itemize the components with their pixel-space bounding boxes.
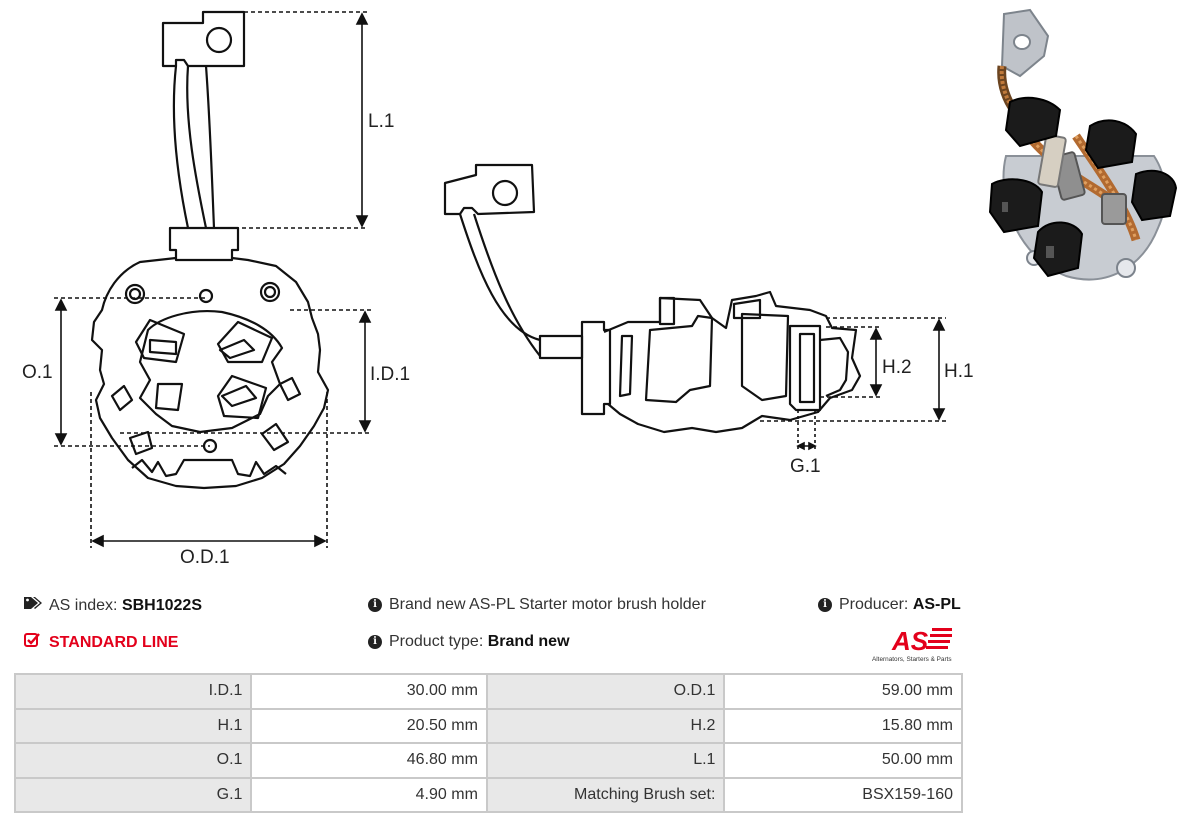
label-g1: G.1 xyxy=(790,456,821,477)
label-h2: H.2 xyxy=(882,357,912,378)
standard-line-text: STANDARD LINE xyxy=(49,633,179,651)
product-description: Brand new AS-PL Starter motor brush hold… xyxy=(389,596,706,613)
info-circle-icon: i xyxy=(368,598,382,612)
table-row: G.1 4.90 mm Matching Brush set: BSX159-1… xyxy=(13,776,963,813)
info-circle-icon: i xyxy=(368,635,382,649)
product-photo xyxy=(988,8,1178,281)
check-square-icon xyxy=(24,632,40,653)
table-row: O.1 46.80 mm L.1 50.00 mm xyxy=(13,742,963,779)
label-id1: I.D.1 xyxy=(370,364,410,385)
spec-value: 46.80 mm xyxy=(250,742,488,779)
spec-value: 15.80 mm xyxy=(723,707,963,744)
specs-table: I.D.1 30.00 mm O.D.1 59.00 mm H.1 20.50 … xyxy=(13,673,963,813)
technical-drawing: L.1 O.1 I.D.1 O.D.1 H.2 H.1 G.1 xyxy=(22,10,974,568)
producer-value: AS-PL xyxy=(912,596,961,613)
spec-value: 30.00 mm xyxy=(250,673,488,710)
as-index-line: AS index: SBH1022S xyxy=(24,596,202,615)
as-pl-logo: AS Alternators, Starters & Parts xyxy=(872,626,952,663)
side-view-drawing xyxy=(443,163,862,434)
product-type-label: Product type: xyxy=(389,633,484,650)
product-type-line: i Product type: Brand new xyxy=(368,633,570,651)
info-circle-icon: i xyxy=(818,598,832,612)
as-index-value: SBH1022S xyxy=(121,596,202,614)
spec-value: 50.00 mm xyxy=(723,742,963,779)
producer-label: Producer: xyxy=(839,596,909,613)
spec-label: H.1 xyxy=(13,707,253,744)
description-line: i Brand new AS-PL Starter motor brush ho… xyxy=(368,596,706,614)
spec-label: Matching Brush set: xyxy=(485,776,726,813)
standard-line-badge: STANDARD LINE xyxy=(24,632,178,653)
label-od1: O.D.1 xyxy=(180,547,230,568)
dimension-lines xyxy=(54,11,946,548)
tags-icon xyxy=(24,596,42,615)
logo-tagline: Alternators, Starters & Parts xyxy=(872,656,952,663)
spec-value: 59.00 mm xyxy=(723,673,963,710)
label-o1: O.1 xyxy=(22,362,53,383)
spec-value: 20.50 mm xyxy=(250,707,488,744)
table-row: I.D.1 30.00 mm O.D.1 59.00 mm xyxy=(13,673,963,710)
spec-label: I.D.1 xyxy=(13,673,253,710)
spec-label: O.D.1 xyxy=(485,673,726,710)
product-type-value: Brand new xyxy=(487,633,570,650)
logo-mark: AS xyxy=(891,626,929,656)
spec-value: BSX159-160 xyxy=(723,776,963,813)
spec-label: G.1 xyxy=(13,776,253,813)
producer-line: i Producer: AS-PL xyxy=(818,596,961,614)
spec-label: O.1 xyxy=(13,742,253,779)
spec-label: H.2 xyxy=(485,707,726,744)
table-row: H.1 20.50 mm H.2 15.80 mm xyxy=(13,707,963,744)
spec-value: 4.90 mm xyxy=(250,776,488,813)
label-h1: H.1 xyxy=(944,361,974,382)
spec-label: L.1 xyxy=(485,742,726,779)
as-index-label: AS index: xyxy=(49,596,118,614)
front-view-drawing xyxy=(90,10,330,490)
label-l1: L.1 xyxy=(368,111,394,132)
